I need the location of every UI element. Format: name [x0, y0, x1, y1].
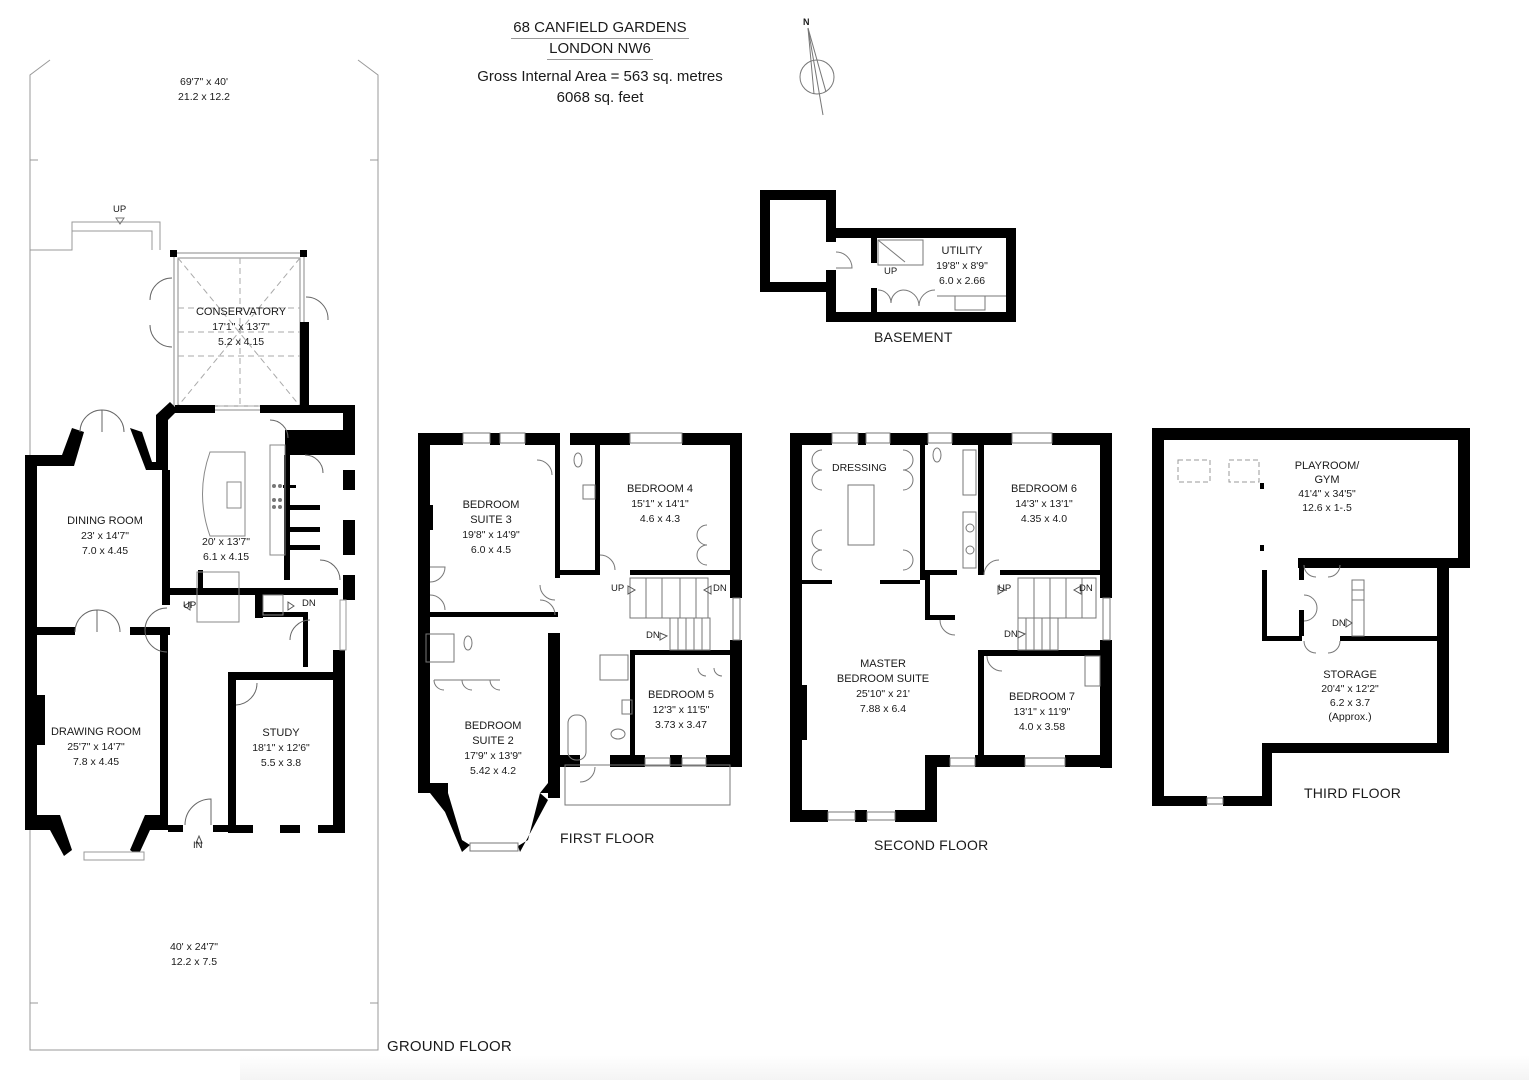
property-header: 68 CANFIELD GARDENS LONDON NW6 Gross Int…: [440, 18, 760, 108]
room-bedroom-7: BEDROOM 7 13'1" x 11'9" 4.0 x 3.58: [1008, 691, 1076, 733]
rear-garden-dimensions: 69'7" x 40' 21.2 x 12.2: [178, 76, 230, 103]
third-floor-label: THIRD FLOOR: [1304, 785, 1402, 801]
garden-steps-up-label: UP: [113, 204, 127, 215]
third-floor-plan: [1152, 428, 1470, 806]
first-floor-label: FIRST FLOOR: [560, 830, 655, 846]
room-bedroom-suite-3: BEDROOM SUITE 3 19'8" x 14'9" 6.0 x 4.5: [462, 499, 520, 556]
room-playroom-gym: PLAYROOM/ GYM 41'4" x 34'5" 12.6 x 1-.5: [1294, 460, 1360, 514]
bottom-shading: [240, 1055, 1529, 1080]
room-utility: UTILITY 19'8" x 8'9" 6.0 x 2.66: [936, 245, 988, 287]
address-line-1: 68 CANFIELD GARDENS: [511, 18, 689, 39]
basement-plan: [760, 190, 1016, 322]
north-arrow-icon: [799, 27, 835, 116]
second-floor-plan: [790, 432, 1112, 822]
ground-floor-label: GROUND FLOOR: [387, 1038, 512, 1055]
room-master-bedroom-suite: MASTER BEDROOM SUITE 25'10" x 21' 7.88 x…: [836, 658, 930, 715]
first-stairs-down-label-2: DN: [646, 630, 660, 641]
ground-floor-plan: [25, 59, 379, 1051]
room-dining-room: DINING ROOM 23' x 14'7" 7.0 x 4.45: [67, 515, 143, 557]
address-line-2: LONDON NW6: [547, 39, 653, 60]
room-dressing: DRESSING: [832, 462, 887, 474]
room-kitchen: 20' x 13'7" 6.1 x 4.15: [201, 536, 251, 563]
ground-stairs-up-label: UP: [183, 600, 197, 611]
first-stairs-up-label: UP: [611, 583, 625, 594]
room-study: STUDY 18'1" x 12'6" 5.5 x 3.8: [252, 727, 310, 769]
room-drawing-room: DRAWING ROOM 25'7" x 14'7" 7.8 x 4.45: [50, 726, 142, 768]
second-stairs-up-label: UP: [998, 583, 1012, 594]
first-stairs-down-label: DN: [713, 583, 727, 594]
room-bedroom-suite-2: BEDROOM SUITE 2 17'9" x 13'9" 5.42 x 4.2: [464, 720, 522, 777]
room-bedroom-6: BEDROOM 6 14'3" x 13'1" 4.35 x 4.0: [1010, 483, 1078, 525]
front-garden-dimensions: 40' x 24'7" 12.2 x 7.5: [169, 941, 219, 968]
second-stairs-down-label-2: DN: [1004, 629, 1018, 640]
room-bedroom-5: BEDROOM 5 12'3" x 11'5" 3.73 x 3.47: [647, 689, 715, 731]
compass-north-label: N: [803, 17, 810, 27]
entrance-label: IN: [193, 840, 203, 851]
basement-stairs-up-label: UP: [884, 266, 898, 277]
third-stairs-down-label: DN: [1332, 618, 1346, 629]
first-floor-plan: [418, 432, 742, 852]
gross-area-metric: Gross Internal Area = 563 sq. metres: [477, 68, 723, 85]
room-storage: STORAGE 20'4" x 12'2" 6.2 x 3.7 (Approx.…: [1321, 669, 1379, 723]
room-bedroom-4: BEDROOM 4 15'1" x 14'1" 4.6 x 4.3: [626, 483, 694, 525]
second-stairs-down-label: DN: [1079, 583, 1093, 594]
basement-label: BASEMENT: [874, 329, 953, 345]
gross-area-imperial: 6068 sq. feet: [556, 89, 644, 106]
second-floor-label: SECOND FLOOR: [874, 837, 989, 853]
ground-stairs-down-label: DN: [302, 598, 316, 609]
room-conservatory: CONSERVATORY 17'1" x 13'7" 5.2 x 4.15: [195, 306, 287, 348]
